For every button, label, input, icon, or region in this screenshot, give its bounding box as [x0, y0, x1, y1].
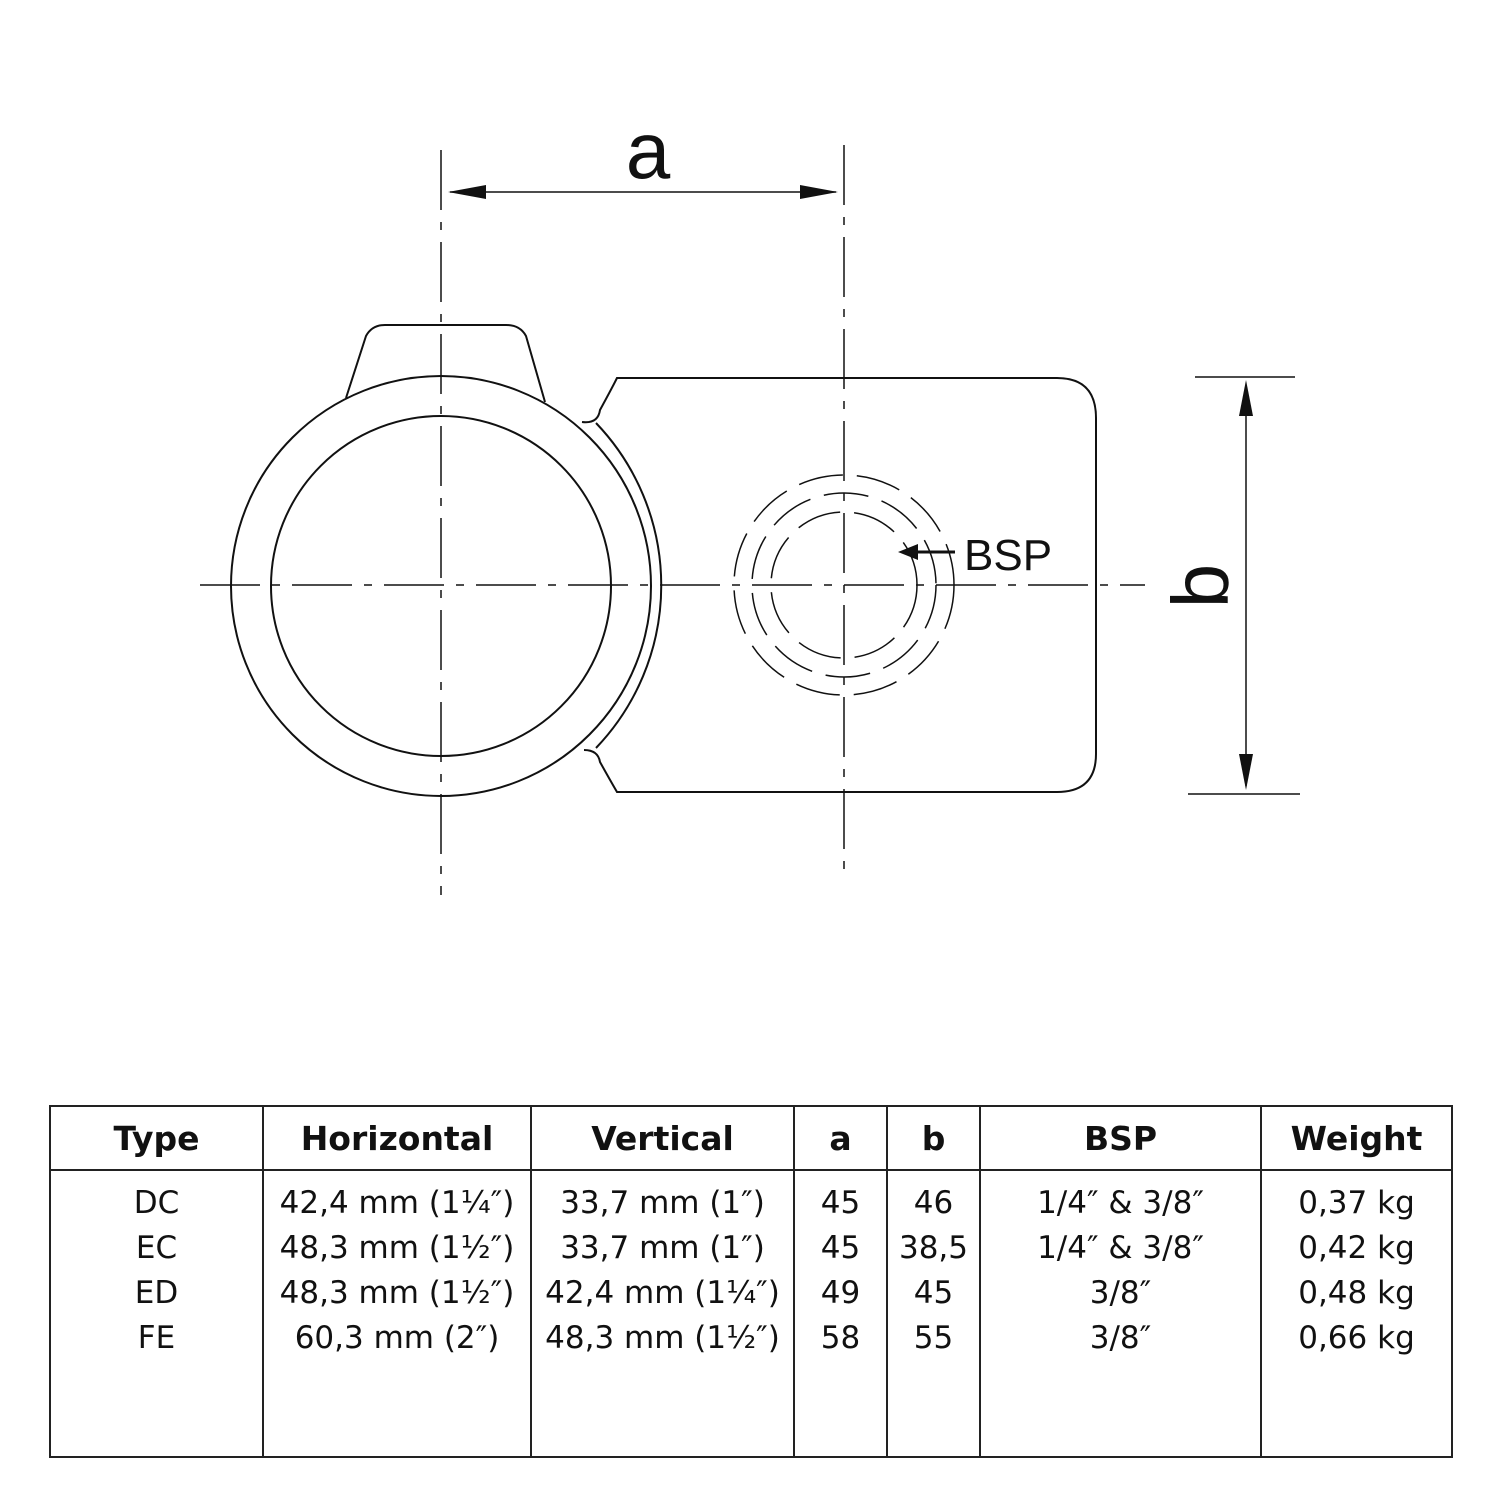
- cell-weight: 0,66 kg: [1298, 1320, 1415, 1356]
- table-header-row: Type Horizontal Vertical a b BSP Weight: [50, 1106, 1452, 1171]
- dimension-a-label: a: [626, 106, 671, 195]
- cell-bsp: 1/4″ & 3/8″: [1037, 1185, 1204, 1221]
- cell-bsp: 1/4″ & 3/8″: [1037, 1230, 1204, 1266]
- sleeve-arc: [595, 422, 663, 749]
- column-b: 46 38,5 45 55: [886, 1170, 980, 1457]
- header-vertical: Vertical: [530, 1106, 794, 1171]
- header-type: Type: [50, 1106, 263, 1171]
- column-bsp: 1/4″ & 3/8″ 1/4″ & 3/8″ 3/8″ 3/8″: [979, 1170, 1261, 1457]
- bsp-label: BSP: [964, 531, 1052, 580]
- cell-type: FE: [137, 1320, 176, 1356]
- cell-type: DC: [133, 1185, 180, 1221]
- header-bsp: BSP: [979, 1106, 1261, 1171]
- cell-weight: 0,37 kg: [1298, 1185, 1415, 1221]
- cell-a: 58: [820, 1320, 861, 1356]
- header-a: a: [793, 1106, 887, 1171]
- socket-block: [581, 377, 1097, 793]
- header-horizontal: Horizontal: [262, 1106, 531, 1171]
- cell-vertical: 48,3 mm (1½″): [545, 1320, 780, 1356]
- bsp-arrow-icon: [898, 544, 918, 560]
- cell-b: 55: [913, 1320, 954, 1356]
- cell-type: ED: [134, 1275, 179, 1311]
- column-a: 45 45 49 58: [793, 1170, 887, 1457]
- clamp-outer-outline: [345, 324, 546, 403]
- cell-horizontal: 42,4 mm (1¼″): [279, 1185, 515, 1221]
- column-horizontal: 42,4 mm (1¼″) 48,3 mm (1½″) 48,3 mm (1½″…: [262, 1170, 531, 1457]
- dimension-b-label: b: [1156, 564, 1245, 609]
- cell-b: 38,5: [898, 1230, 969, 1266]
- cell-weight: 0,48 kg: [1298, 1275, 1415, 1311]
- cell-b: 45: [913, 1275, 954, 1311]
- cell-horizontal: 48,3 mm (1½″): [279, 1230, 515, 1266]
- cell-bsp: 3/8″: [1089, 1320, 1152, 1356]
- cell-type: EC: [135, 1230, 178, 1266]
- specification-table: Type Horizontal Vertical a b BSP Weight …: [49, 1105, 1453, 1458]
- cell-vertical: 42,4 mm (1¼″): [545, 1275, 780, 1311]
- arrow-left-icon: [448, 185, 486, 199]
- pipe-outer-circle: [230, 375, 652, 797]
- cell-a: 45: [820, 1230, 861, 1266]
- column-type: DC EC ED FE: [50, 1170, 263, 1457]
- thread-circle-inner: [770, 511, 918, 659]
- technical-drawing: a b BSP: [200, 106, 1300, 895]
- column-weight: 0,37 kg 0,42 kg 0,48 kg 0,66 kg: [1260, 1170, 1452, 1457]
- cell-vertical: 33,7 mm (1″): [560, 1230, 765, 1266]
- cell-a: 45: [820, 1185, 861, 1221]
- header-weight: Weight: [1260, 1106, 1452, 1171]
- table-body: DC EC ED FE 42,4 mm (1¼″) 48,3 mm (1½″) …: [50, 1170, 1452, 1457]
- cell-weight: 0,42 kg: [1298, 1230, 1415, 1266]
- thread-circle-middle: [751, 492, 937, 678]
- cell-horizontal: 48,3 mm (1½″): [279, 1275, 515, 1311]
- cell-bsp: 3/8″: [1089, 1275, 1152, 1311]
- cell-vertical: 33,7 mm (1″): [560, 1185, 765, 1221]
- arrow-right-icon: [800, 185, 838, 199]
- header-b: b: [886, 1106, 980, 1171]
- cell-horizontal: 60,3 mm (2″): [294, 1320, 500, 1356]
- thread-circle-outer: [733, 474, 955, 696]
- cell-b: 46: [913, 1185, 954, 1221]
- arrow-down-icon: [1239, 754, 1253, 790]
- arrow-up-icon: [1239, 380, 1253, 416]
- cell-a: 49: [820, 1275, 861, 1311]
- pipe-inner-circle: [270, 415, 612, 757]
- column-vertical: 33,7 mm (1″) 33,7 mm (1″) 42,4 mm (1¼″) …: [530, 1170, 794, 1457]
